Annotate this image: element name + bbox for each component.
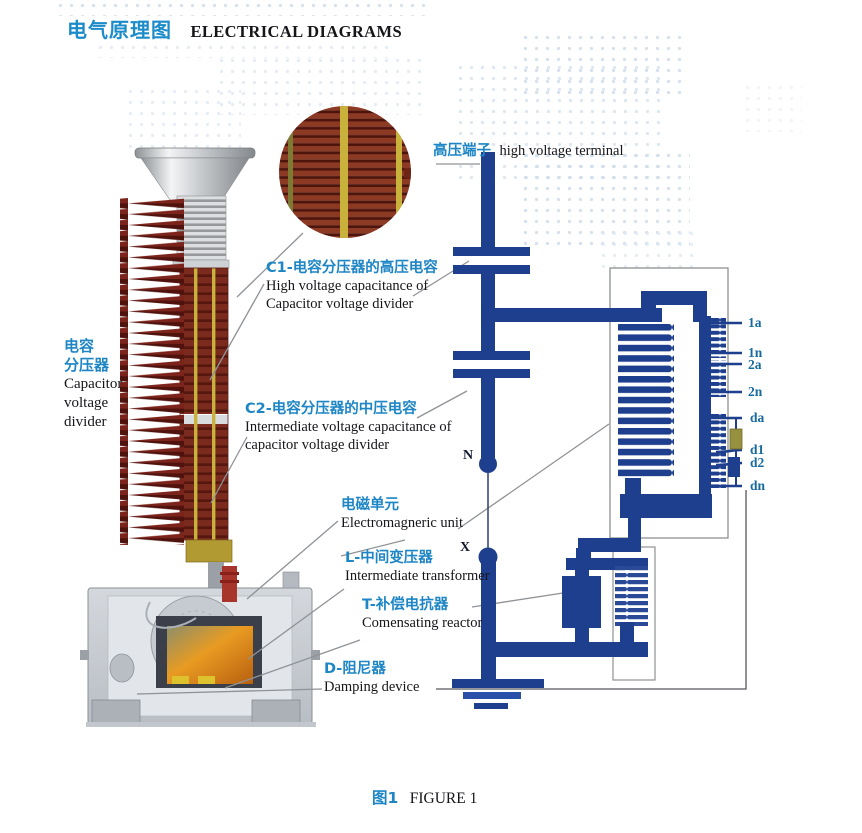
leader-l-right bbox=[340, 539, 406, 557]
secondary-winding-3 bbox=[710, 412, 726, 488]
label-d-damper: D-阻尼器 Damping device bbox=[324, 660, 419, 696]
label-hv-terminal-en: high voltage terminal bbox=[499, 143, 624, 159]
terminal-label-1a: 1a bbox=[748, 315, 762, 330]
device-tank bbox=[80, 566, 320, 727]
hv-bus-top bbox=[481, 152, 495, 252]
label-em-unit-zh: 电磁单元 bbox=[341, 497, 399, 513]
capacitor-c1 bbox=[453, 247, 530, 274]
leader-c2-left bbox=[210, 436, 248, 504]
leader-em-right bbox=[457, 423, 610, 530]
magnified-inset bbox=[279, 106, 411, 238]
terminal-label-d2: d2 bbox=[750, 455, 765, 470]
label-d-damper-en: Damping device bbox=[324, 679, 420, 695]
label-c1: C1-电容分压器的高压电容 High voltage capacitance o… bbox=[266, 259, 438, 313]
label-c1-zh: C1-电容分压器的高压电容 bbox=[266, 260, 438, 276]
reactor-t bbox=[562, 576, 601, 628]
label-capacitor-divider-zh2: 分压器 bbox=[64, 356, 110, 374]
label-t-reactor-en: Comensating reactor bbox=[362, 615, 483, 631]
terminal-label-d1: d1 bbox=[750, 442, 765, 457]
terminal-label-2n: 2n bbox=[748, 384, 763, 399]
leader-em-left bbox=[246, 520, 339, 600]
label-c2-en2: capacitor voltage divider bbox=[245, 437, 390, 453]
terminal-label-da: da bbox=[750, 410, 765, 425]
reactor-winding bbox=[615, 566, 648, 626]
leader-l-left bbox=[247, 588, 345, 660]
label-l-transformer-zh: L-中间变压器 bbox=[345, 550, 433, 566]
label-t-reactor-zh: T-补偿电抗器 bbox=[362, 597, 449, 613]
em-unit-box bbox=[609, 267, 729, 539]
label-d-damper-zh: D-阻尼器 bbox=[324, 661, 386, 677]
branch-bar bbox=[492, 308, 662, 322]
leader-c1-left bbox=[209, 283, 265, 381]
tank-foot-right bbox=[251, 699, 301, 727]
leader-c2-right bbox=[416, 390, 468, 419]
label-c1-en1: High voltage capacitance of bbox=[266, 278, 429, 294]
bus-mid2 bbox=[481, 378, 495, 458]
terminal-label-1n: 1n bbox=[748, 345, 763, 360]
label-hv-terminal-zh: 高压端子 bbox=[433, 143, 491, 159]
tap-d1 bbox=[715, 448, 743, 454]
device-top-cap bbox=[134, 147, 256, 201]
device-bellows bbox=[176, 195, 227, 263]
label-em-unit: 电磁单元 Electromagneric unit bbox=[341, 496, 463, 532]
label-c2-en1: Intermediate voltage capacitance of bbox=[245, 419, 452, 435]
damping-resistor bbox=[729, 428, 743, 450]
device-fins bbox=[120, 198, 184, 545]
dot-pattern bbox=[598, 228, 693, 270]
figure-caption-zh: 图1 bbox=[372, 789, 399, 807]
tank-coil bbox=[167, 626, 253, 684]
terminal-label-2a: 2a bbox=[748, 357, 762, 372]
terminal-label-dn: dn bbox=[750, 478, 766, 493]
bus-mid1 bbox=[481, 274, 495, 356]
page-title: 电气原理图 ELECTRICAL DIAGRAMS bbox=[67, 14, 402, 43]
page-title-en: ELECTRICAL DIAGRAMS bbox=[190, 22, 403, 41]
tank-foot-left bbox=[91, 699, 141, 727]
label-capacitor-divider-en3: divider bbox=[64, 414, 107, 430]
label-t-reactor: T-补偿电抗器 Comensating reactor bbox=[362, 596, 482, 632]
damping-components bbox=[728, 418, 743, 486]
label-c2-zh: C2-电容分压器的中压电容 bbox=[245, 401, 417, 417]
damping-element bbox=[728, 457, 740, 477]
dot-pattern-top bbox=[55, 0, 427, 16]
device-base-block bbox=[185, 539, 233, 563]
x-ground-column bbox=[481, 557, 496, 685]
dot-pattern bbox=[95, 42, 395, 58]
ground-symbol bbox=[452, 679, 544, 709]
leader-lines bbox=[136, 163, 610, 695]
label-em-unit-en: Electromagneric unit bbox=[341, 515, 463, 531]
tank-bushing bbox=[222, 566, 237, 602]
figure-caption: 图1 FIGURE 1 bbox=[372, 786, 477, 808]
secondary-winding-2 bbox=[710, 360, 726, 397]
secondary-winding-1 bbox=[710, 318, 726, 358]
leader-t-left bbox=[224, 639, 361, 689]
node-n-dot bbox=[479, 455, 497, 473]
node-x-label: X bbox=[460, 540, 471, 555]
dot-pattern bbox=[742, 82, 802, 132]
label-c2: C2-电容分压器的中压电容 Intermediate voltage capac… bbox=[245, 400, 452, 454]
label-c1-en2: Capacitor voltage divider bbox=[266, 296, 414, 312]
bottom-return-bar bbox=[495, 642, 648, 657]
label-l-transformer-en: Intermediate transformer bbox=[345, 568, 490, 584]
label-hv-terminal: 高压端子 high voltage terminal bbox=[433, 139, 623, 160]
leader-d-left bbox=[136, 688, 323, 695]
circuit-schematic bbox=[452, 152, 743, 709]
figure-caption-en: FIGURE 1 bbox=[409, 790, 478, 807]
device-illustration bbox=[80, 106, 411, 727]
device-capacitor-column bbox=[179, 267, 229, 541]
page-title-zh: 电气原理图 bbox=[67, 18, 172, 42]
label-capacitor-divider: 电容 分压器 Capacitor voltage divider bbox=[64, 337, 122, 432]
primary-winding bbox=[618, 324, 674, 480]
capacitor-c2 bbox=[453, 351, 530, 378]
leader-inset bbox=[236, 232, 304, 298]
label-capacitor-divider-zh1: 电容 bbox=[64, 337, 95, 355]
label-capacitor-divider-en2: voltage bbox=[64, 395, 109, 411]
label-l-transformer: L-中间变压器 Intermediate transformer bbox=[345, 549, 490, 585]
node-n-label: N bbox=[463, 448, 474, 463]
label-capacitor-divider-en1: Capacitor bbox=[64, 376, 123, 392]
dn-ground-link bbox=[436, 490, 747, 690]
dot-pattern bbox=[216, 55, 426, 115]
